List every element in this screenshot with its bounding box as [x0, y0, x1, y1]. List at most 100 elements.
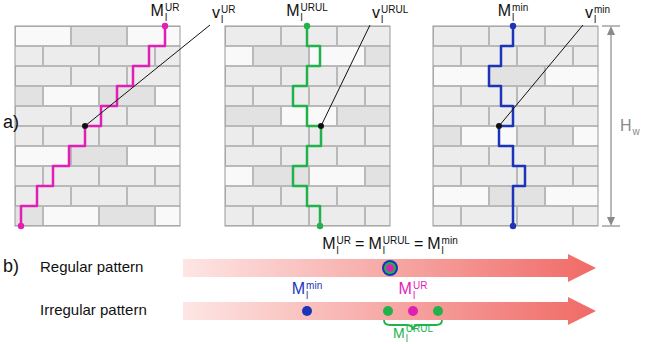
brick — [16, 107, 71, 126]
math-label: MURl — [151, 1, 180, 23]
math-label: vminl — [585, 3, 610, 25]
symbol-base: M — [322, 235, 335, 252]
script-stack: minl — [512, 3, 528, 23]
wall-outline — [15, 26, 180, 226]
brick — [434, 27, 489, 46]
brick — [433, 47, 461, 66]
brick — [518, 47, 573, 66]
brick — [518, 127, 573, 146]
brick — [16, 187, 71, 206]
leader-line — [321, 25, 370, 126]
subscript: l — [406, 334, 433, 344]
subscript: l — [306, 291, 322, 301]
label-part: Mminl — [498, 2, 528, 19]
brick — [100, 167, 155, 186]
label-part: Mminl — [427, 235, 457, 252]
symbol-base: M — [368, 235, 381, 252]
brick — [15, 207, 43, 226]
arrowhead — [607, 26, 615, 35]
end-dot — [162, 23, 168, 29]
brick — [16, 147, 71, 166]
symbol-base: v — [212, 4, 220, 21]
brick — [282, 107, 337, 126]
arrowhead — [607, 217, 615, 226]
wall-outline — [225, 26, 390, 226]
brick — [72, 27, 127, 46]
label-part: a) — [3, 112, 19, 132]
label-part: MURl — [322, 235, 351, 252]
scale-arrow — [183, 297, 596, 325]
crack-path — [293, 26, 321, 226]
script-stack: URULl — [381, 5, 408, 25]
wall-outline — [433, 26, 598, 226]
brick — [574, 207, 599, 226]
brick — [434, 187, 489, 206]
brick — [434, 107, 489, 126]
script-stack: URULl — [383, 236, 410, 256]
brick — [156, 167, 181, 186]
symbol-base: v — [372, 4, 380, 21]
end-dot — [18, 223, 24, 229]
script-stack: w — [633, 127, 640, 137]
brick — [574, 87, 599, 106]
brick — [72, 147, 127, 166]
label-part: Mminl — [292, 280, 322, 297]
symbol-base: M — [286, 2, 299, 19]
brick — [282, 187, 337, 206]
brick — [282, 27, 337, 46]
marker-dot — [302, 306, 312, 316]
brick — [310, 47, 365, 66]
masonry-wall — [198, 23, 421, 229]
crack-path — [21, 26, 165, 226]
brick — [254, 127, 309, 146]
masonry-wall — [0, 23, 211, 229]
brick — [490, 107, 545, 126]
superscript: min — [306, 281, 322, 291]
brick — [574, 167, 599, 186]
brick — [72, 107, 127, 126]
symbol-base: H — [620, 117, 632, 134]
brick — [100, 87, 155, 106]
label-part: MURULl — [368, 235, 410, 252]
brick — [518, 207, 573, 226]
brick — [462, 127, 517, 146]
brick — [128, 147, 181, 166]
brick — [310, 127, 365, 146]
math-label: MURULl — [286, 1, 328, 23]
symbol-base: v — [585, 4, 593, 21]
brick — [254, 207, 309, 226]
symbol-base: M — [427, 235, 440, 252]
label-part: MURl — [151, 2, 180, 19]
brick — [490, 187, 545, 206]
script-stack: minl — [442, 236, 458, 256]
brick — [254, 167, 309, 186]
brick — [72, 67, 127, 86]
brick — [15, 47, 43, 66]
brick — [338, 107, 391, 126]
math-label: vURULl — [372, 3, 408, 25]
subscript: l — [221, 15, 235, 25]
brick — [254, 87, 309, 106]
brick — [72, 187, 127, 206]
brick — [546, 107, 599, 126]
label-part: Hw — [620, 117, 640, 134]
equals-sign: = — [355, 235, 364, 252]
point-dot — [496, 123, 502, 129]
label-text: b) — [3, 256, 19, 276]
brick — [128, 187, 181, 206]
brick — [225, 127, 253, 146]
leader-line — [85, 25, 210, 126]
brick — [225, 167, 253, 186]
brick — [546, 187, 599, 206]
subscript: w — [633, 127, 640, 137]
brick — [226, 107, 281, 126]
math-label: MURl — [399, 279, 428, 301]
crack-path — [489, 26, 525, 226]
brick — [366, 87, 391, 106]
superscript: min — [442, 236, 458, 246]
brick — [100, 127, 155, 146]
label-text: Irregular pattern — [40, 301, 147, 318]
brick — [462, 47, 517, 66]
subscript: l — [383, 246, 410, 256]
